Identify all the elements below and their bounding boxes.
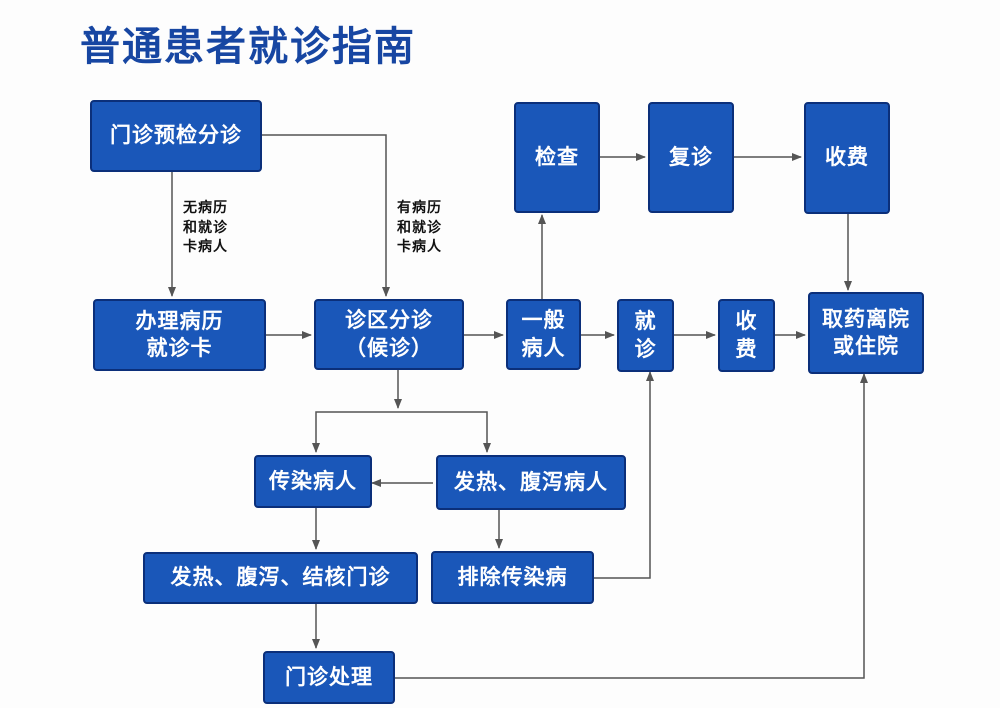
- page-title: 普通患者就诊指南: [80, 24, 416, 70]
- arrow-pre-to-triage: [262, 134, 390, 297]
- exclude-infectious-box: 排除传染病: [431, 551, 594, 604]
- fever-diarrhea-patient-box: 发热、腹泻病人: [436, 455, 626, 510]
- arrow-exclude-to-consult: [594, 371, 654, 579]
- note-no-record: 无病历 和就诊 卡病人: [183, 200, 228, 256]
- arrow-to-infectious: [312, 411, 398, 453]
- medicine-discharge-box: 取药离院 或住院: [808, 292, 924, 374]
- general-patient-box: 一般 病人: [506, 299, 581, 370]
- register-card-box: 办理病历 就诊卡: [93, 299, 266, 371]
- pay-box: 收 费: [718, 299, 775, 372]
- arrow-treatment-to-medicine: [395, 373, 868, 679]
- consult-box: 就 诊: [617, 299, 674, 372]
- pre-exam-triage-box: 门诊预检分诊: [90, 100, 262, 172]
- note-has-record: 有病历 和就诊 卡病人: [397, 200, 442, 256]
- fever-diarrhea-tb-clinic-box: 发热、腹泻、结核门诊: [143, 552, 418, 604]
- pay-top-box: 收费: [804, 102, 890, 214]
- examination-box: 检查: [514, 102, 600, 213]
- outpatient-treatment-box: 门诊处理: [263, 651, 395, 704]
- arrow-to-fever-patient: [398, 411, 491, 453]
- revisit-box: 复诊: [648, 102, 734, 213]
- triage-waiting-box: 诊区分诊 （候诊）: [314, 299, 464, 370]
- infectious-patient-box: 传染病人: [254, 455, 372, 508]
